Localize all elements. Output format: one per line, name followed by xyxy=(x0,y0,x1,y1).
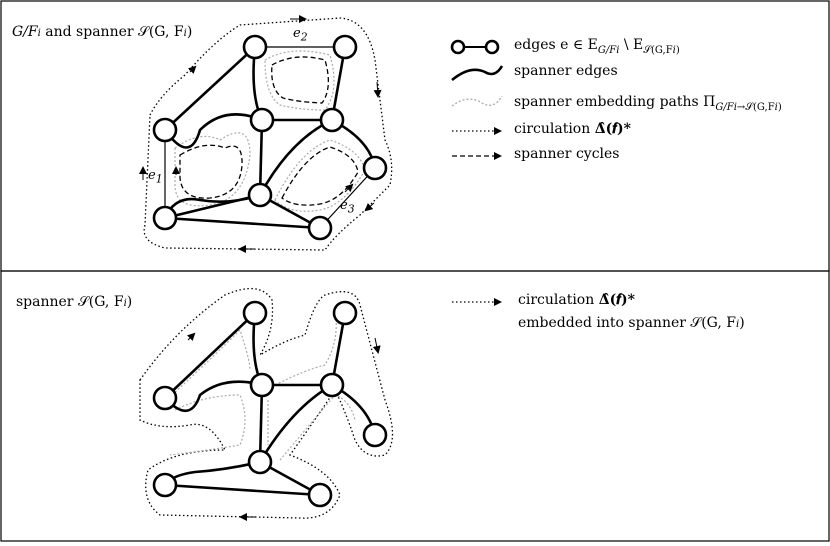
node-top-9 xyxy=(307,215,333,241)
legend-item-embedding-paths: spanner embedding paths ΠG/Fi→𝒮(G,Fi) xyxy=(514,94,782,113)
legend-item-spanner-cycles: spanner cycles xyxy=(514,146,620,162)
node-top-5 xyxy=(319,107,345,133)
edge-label-e1: e1 xyxy=(148,168,163,186)
node-top-1 xyxy=(242,34,268,60)
node-bottom-5 xyxy=(319,372,345,398)
top-graph xyxy=(139,15,393,253)
nodes-top xyxy=(152,34,388,241)
legend-symbol-embedding-path xyxy=(451,95,503,107)
legend-item-circulation: circulation 𝚫̂(𝒇)* xyxy=(514,121,631,137)
node-bottom-9 xyxy=(307,482,333,508)
edge-label-e2: e2 xyxy=(293,26,308,44)
legend-item-spanner-edges: spanner edges xyxy=(514,63,618,79)
embedding-path-top-1 xyxy=(174,132,251,207)
bottom-panel-frame xyxy=(0,270,830,542)
legend-top-symbols xyxy=(450,39,504,160)
circulation-outline-bottom xyxy=(139,288,394,519)
spanner-cycle-arrow-top-3 xyxy=(344,183,354,193)
legend-bottom-line2: embedded into spanner 𝒮(G, Fi) xyxy=(518,315,745,331)
spanner-cycle-top-1 xyxy=(179,144,243,199)
circulation-arrow-bottom-1 xyxy=(186,332,196,342)
bottom-graph xyxy=(139,288,394,521)
node-top-6 xyxy=(362,155,388,181)
node-bottom-6 xyxy=(362,422,388,448)
top-panel-title: G/Fi and spanner 𝒮(G, Fi) xyxy=(12,24,193,40)
spanner-cycle-top-3 xyxy=(281,146,359,206)
circulation-arrow-top-3 xyxy=(373,81,382,98)
bottom-panel-title: spanner 𝒮(G, Fi) xyxy=(16,294,133,310)
node-top-2 xyxy=(332,34,358,60)
node-bottom-4 xyxy=(249,372,275,398)
node-bottom-8 xyxy=(152,472,178,498)
nodes-bottom xyxy=(152,300,388,508)
legend-symbol-spanner-edge xyxy=(451,65,504,82)
circulation-arrow-top-4 xyxy=(364,202,375,212)
node-bottom-1 xyxy=(242,300,268,326)
node-top-7 xyxy=(247,182,273,208)
circulation-arrow-top-1 xyxy=(187,65,197,75)
non-spanner-edge-e3 xyxy=(319,167,376,229)
circulation-outline-top xyxy=(143,17,393,251)
legend-item-edges: edges e ∈ EG/Fi \ E𝒮(G,Fi) xyxy=(514,37,680,56)
node-bottom-7 xyxy=(247,449,273,475)
node-top-8 xyxy=(152,205,178,231)
node-bottom-2 xyxy=(332,300,358,326)
legend-bottom-line1: circulation 𝚫̂(𝒇)* xyxy=(518,292,635,308)
circulation-arrow-bottom-2 xyxy=(372,337,381,354)
spanner-cycle-top-2 xyxy=(271,56,329,104)
node-top-3 xyxy=(152,117,178,143)
node-bottom-3 xyxy=(152,385,178,411)
embedding-path-top-2 xyxy=(264,50,335,111)
node-top-4 xyxy=(249,107,275,133)
legend-symbol-edge xyxy=(450,39,500,55)
edge-label-e3: e3 xyxy=(340,198,355,216)
top-panel-frame xyxy=(0,0,830,272)
